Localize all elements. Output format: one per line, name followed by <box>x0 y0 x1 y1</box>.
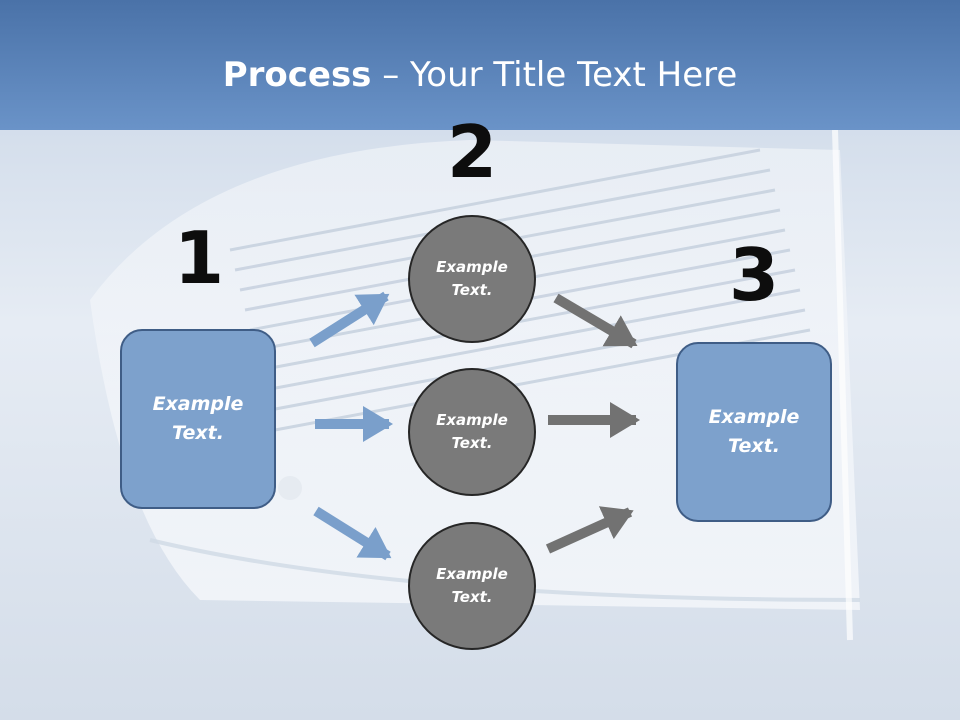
title-strong: Process <box>222 55 372 95</box>
arrow-up-right-gray <box>545 506 634 554</box>
title-rest: – Your Title Text Here <box>371 55 738 95</box>
circle-middle-text: Example Text. <box>436 411 508 452</box>
arrow-up-right-blue <box>309 291 390 348</box>
step-3-box: Example Text. <box>676 342 832 522</box>
circle-top-text: Example Text. <box>436 258 508 299</box>
arrow-down-right-gray <box>553 293 638 349</box>
step-1-text: Example Text. <box>152 393 244 444</box>
arrow-down-right-blue <box>313 506 392 561</box>
slide-title: Process – Your Title Text Here <box>0 55 960 95</box>
step-3-text: Example Text. <box>708 406 800 457</box>
circle-top: Example Text. <box>408 215 536 343</box>
step-number-1: 1 <box>173 216 225 300</box>
step-number-2: 2 <box>446 110 498 194</box>
circle-bottom: Example Text. <box>408 522 536 650</box>
step-1-box: Example Text. <box>120 329 276 509</box>
title-band <box>0 0 960 130</box>
circle-bottom-text: Example Text. <box>436 565 508 606</box>
step-number-3: 3 <box>728 233 780 317</box>
circle-middle: Example Text. <box>408 368 536 496</box>
